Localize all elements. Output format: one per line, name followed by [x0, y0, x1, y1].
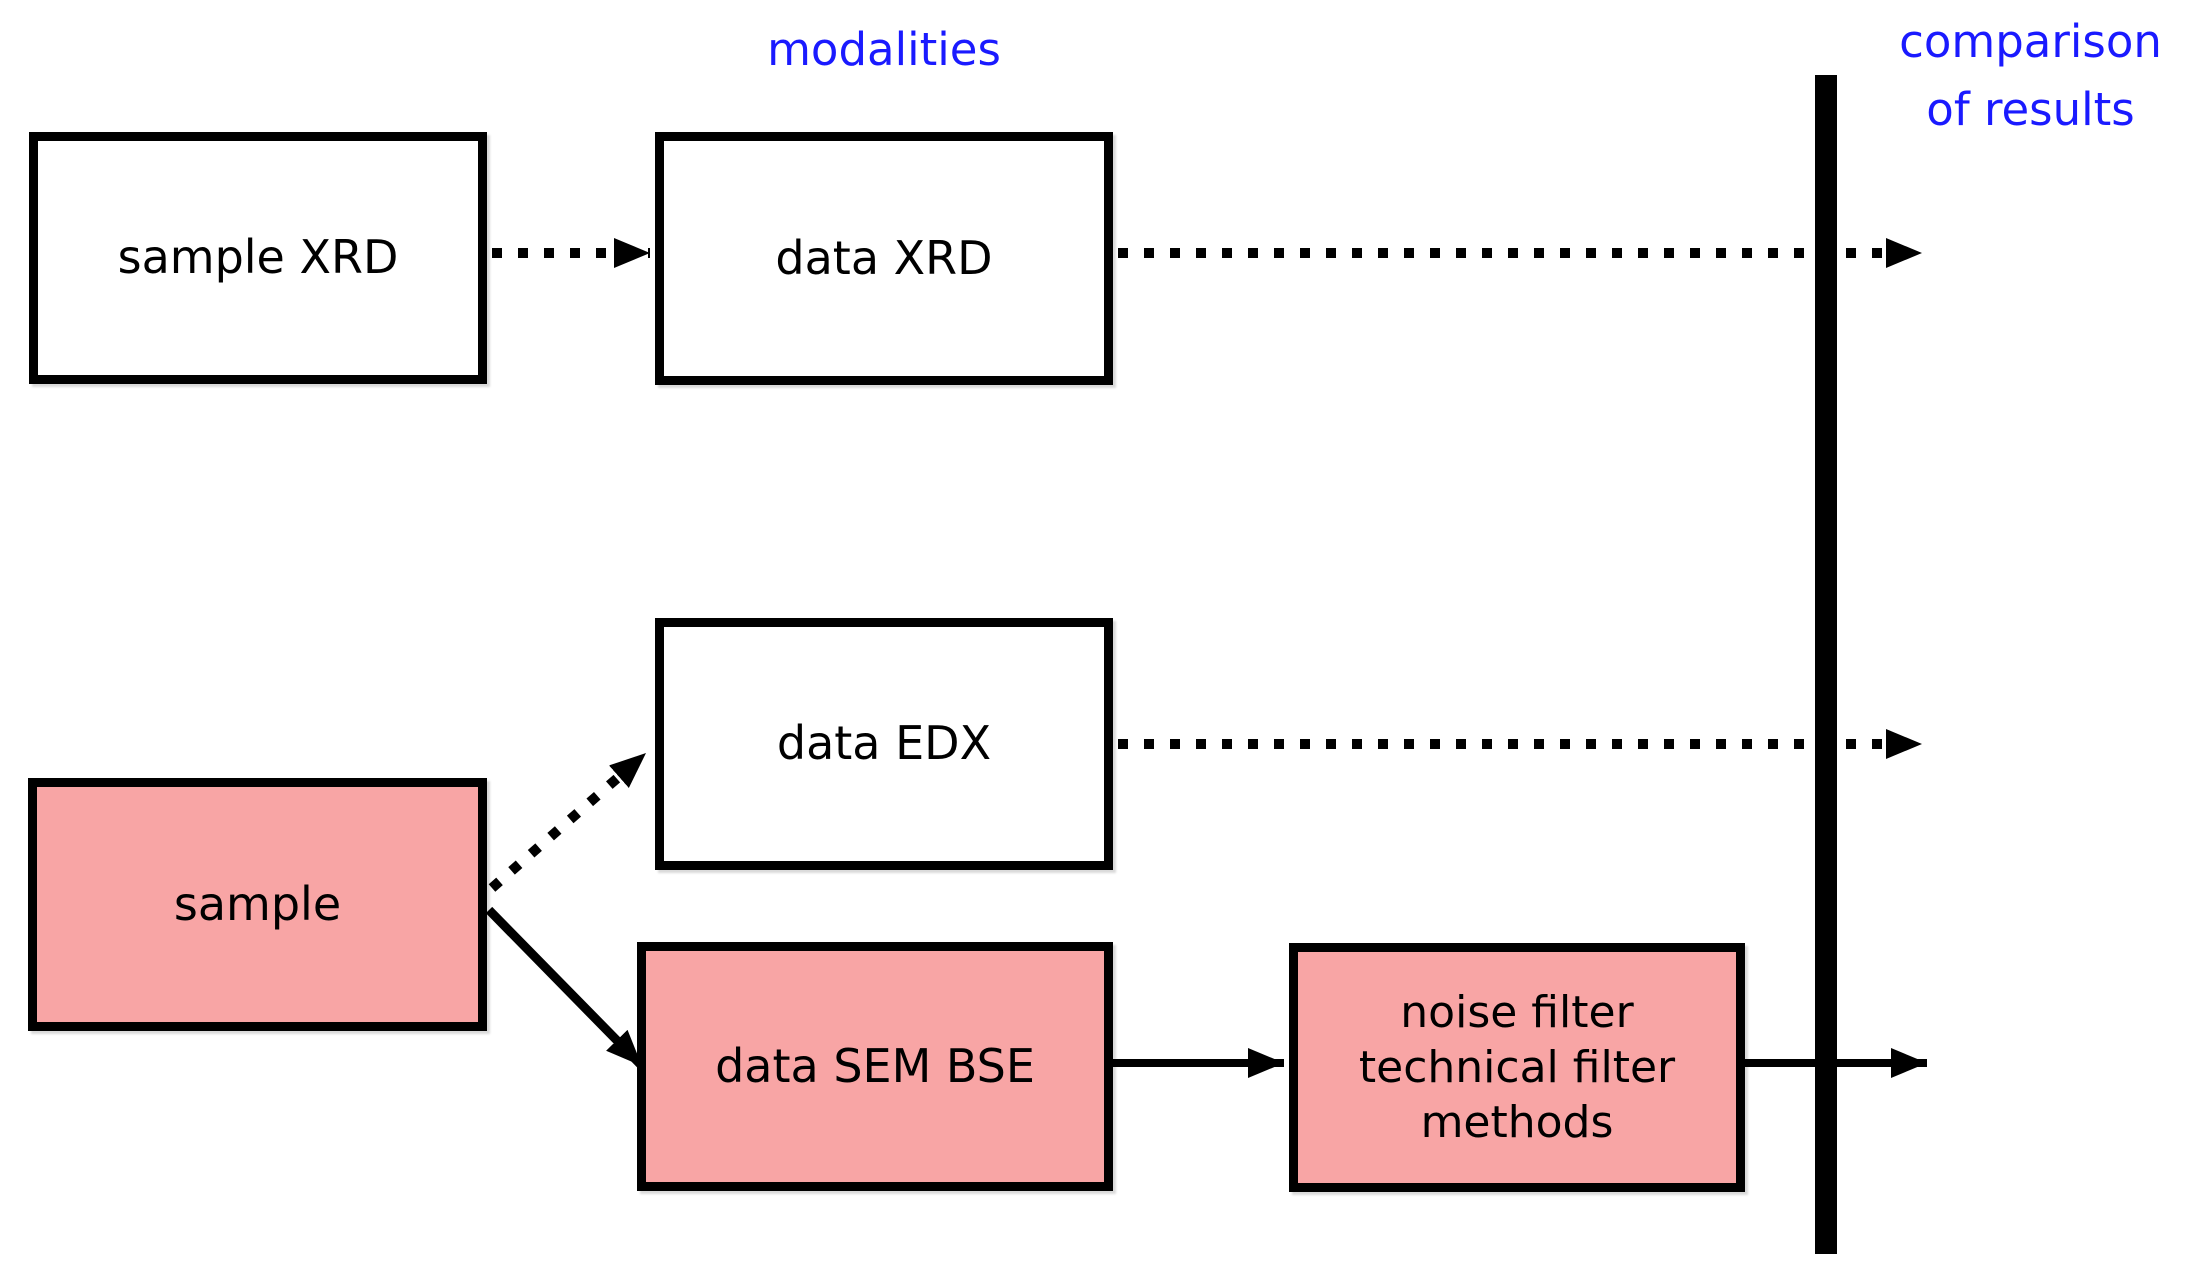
node-data-sem-bse: data SEM BSE: [637, 942, 1113, 1191]
node-data-xrd: data XRD: [655, 132, 1113, 385]
edge-sample-to-data-edx: [488, 749, 650, 892]
node-sample-xrd: sample XRD: [29, 132, 487, 384]
modalities-label: modalities: [767, 23, 1001, 76]
edge-sample-to-data-sem-bse: [485, 906, 646, 1070]
comparison-bar: [1815, 75, 1837, 1254]
node-sample: sample: [28, 778, 487, 1031]
node-data-edx: data EDX: [655, 618, 1113, 870]
node-noise-filter: noise filter technical filter methods: [1289, 943, 1745, 1192]
comparison-of-results-label: comparison of results: [1899, 15, 2162, 136]
